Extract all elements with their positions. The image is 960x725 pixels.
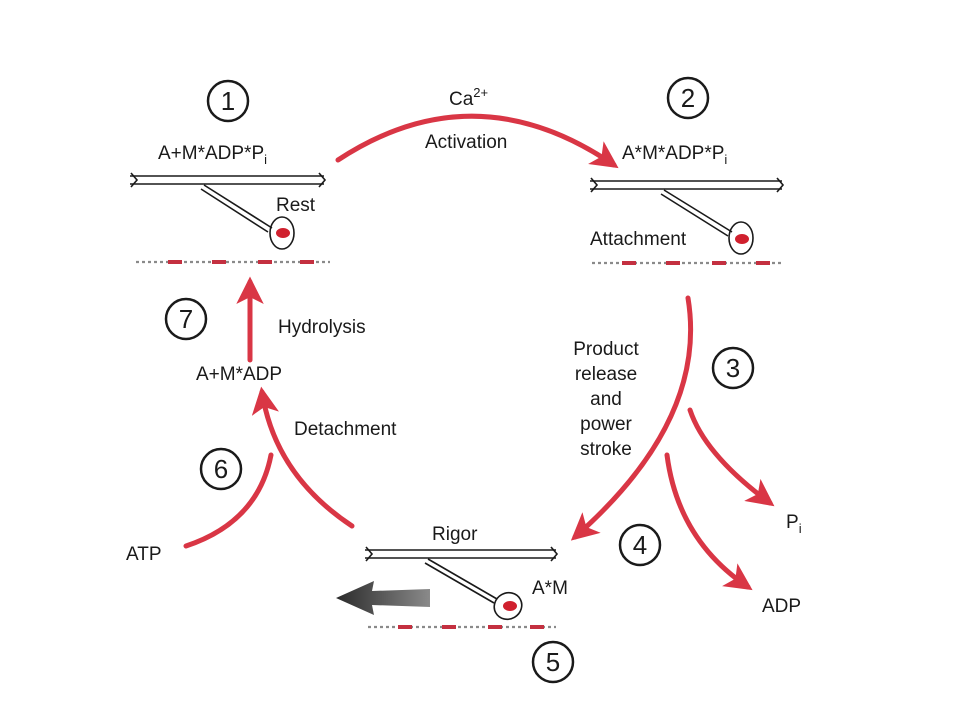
- detachment-arrow: [251, 386, 355, 529]
- myosin-head: [728, 221, 754, 255]
- atp-binding-arrow: [183, 452, 274, 549]
- hydrolysis-state-formula: A+M*ADP: [196, 364, 282, 385]
- step-7-circle: [164, 297, 208, 341]
- product-release-arrow: [570, 295, 694, 541]
- actin-sites: [622, 261, 770, 265]
- hydrolysis-label: Hydrolysis: [278, 317, 366, 338]
- activation-label: Activation: [425, 132, 507, 153]
- attachment-label: Attachment: [590, 229, 687, 250]
- product-release-line: stroke: [580, 439, 632, 460]
- thick-filament: [365, 546, 559, 562]
- product-release-label: Product release and power stroke: [573, 339, 639, 460]
- step-2-circle: [666, 76, 710, 120]
- phosphate-product-label: Pi: [786, 512, 802, 536]
- thick-filament: [130, 172, 327, 188]
- step-6-circle: [199, 447, 243, 491]
- product-release-line: release: [575, 364, 637, 385]
- pi-release-arrow: [687, 407, 775, 507]
- actin-sites: [398, 625, 544, 629]
- myosin-head: [269, 216, 295, 250]
- step-1-circle: [206, 79, 250, 123]
- step-7-number: 7: [179, 304, 193, 334]
- thick-filament: [590, 177, 785, 193]
- myosin-neck: [200, 184, 273, 233]
- step-3-circle: [711, 346, 755, 390]
- step-circles: [164, 76, 755, 684]
- product-release-line: power: [580, 414, 632, 435]
- detachment-label: Detachment: [294, 419, 397, 440]
- step-3-number: 3: [726, 353, 740, 383]
- rest-label: Rest: [276, 195, 316, 216]
- adp-product-label: ADP: [762, 596, 801, 617]
- product-release-line: and: [590, 389, 622, 410]
- rigor-label: Rigor: [432, 524, 478, 545]
- activation-arrow: [335, 113, 619, 169]
- myosin-head-core: [735, 234, 749, 244]
- rigor-crossbridge: [365, 546, 559, 629]
- cycle-arrows: [183, 113, 775, 591]
- myosin-head-core: [503, 601, 517, 611]
- rest-crossbridge: [130, 172, 330, 264]
- attachment-crossbridge: [590, 177, 785, 265]
- step-5-number: 5: [546, 647, 560, 677]
- rigor-state-formula: A*M: [532, 578, 568, 599]
- step-2-number: 2: [681, 83, 695, 113]
- myosin-neck: [424, 558, 498, 604]
- rest-state-formula: A+M*ADP*Pi: [158, 143, 267, 167]
- filament-sliding-arrow: [336, 581, 430, 615]
- myosin-head-core: [276, 228, 290, 238]
- step-6-number: 6: [214, 454, 228, 484]
- calcium-label: Ca2+: [449, 85, 488, 110]
- atp-label: ATP: [126, 544, 162, 565]
- step-1-number: 1: [221, 86, 235, 116]
- step-4-circle: [618, 523, 662, 567]
- myosin-neck: [660, 189, 733, 237]
- product-release-line: Product: [573, 339, 639, 360]
- step-5-circle: [531, 640, 575, 684]
- attachment-state-formula: A*M*ADP*Pi: [622, 143, 727, 167]
- adp-release-arrow: [664, 452, 753, 591]
- actin-sites: [168, 260, 314, 264]
- myosin-head: [493, 591, 523, 621]
- step-4-number: 4: [633, 530, 647, 560]
